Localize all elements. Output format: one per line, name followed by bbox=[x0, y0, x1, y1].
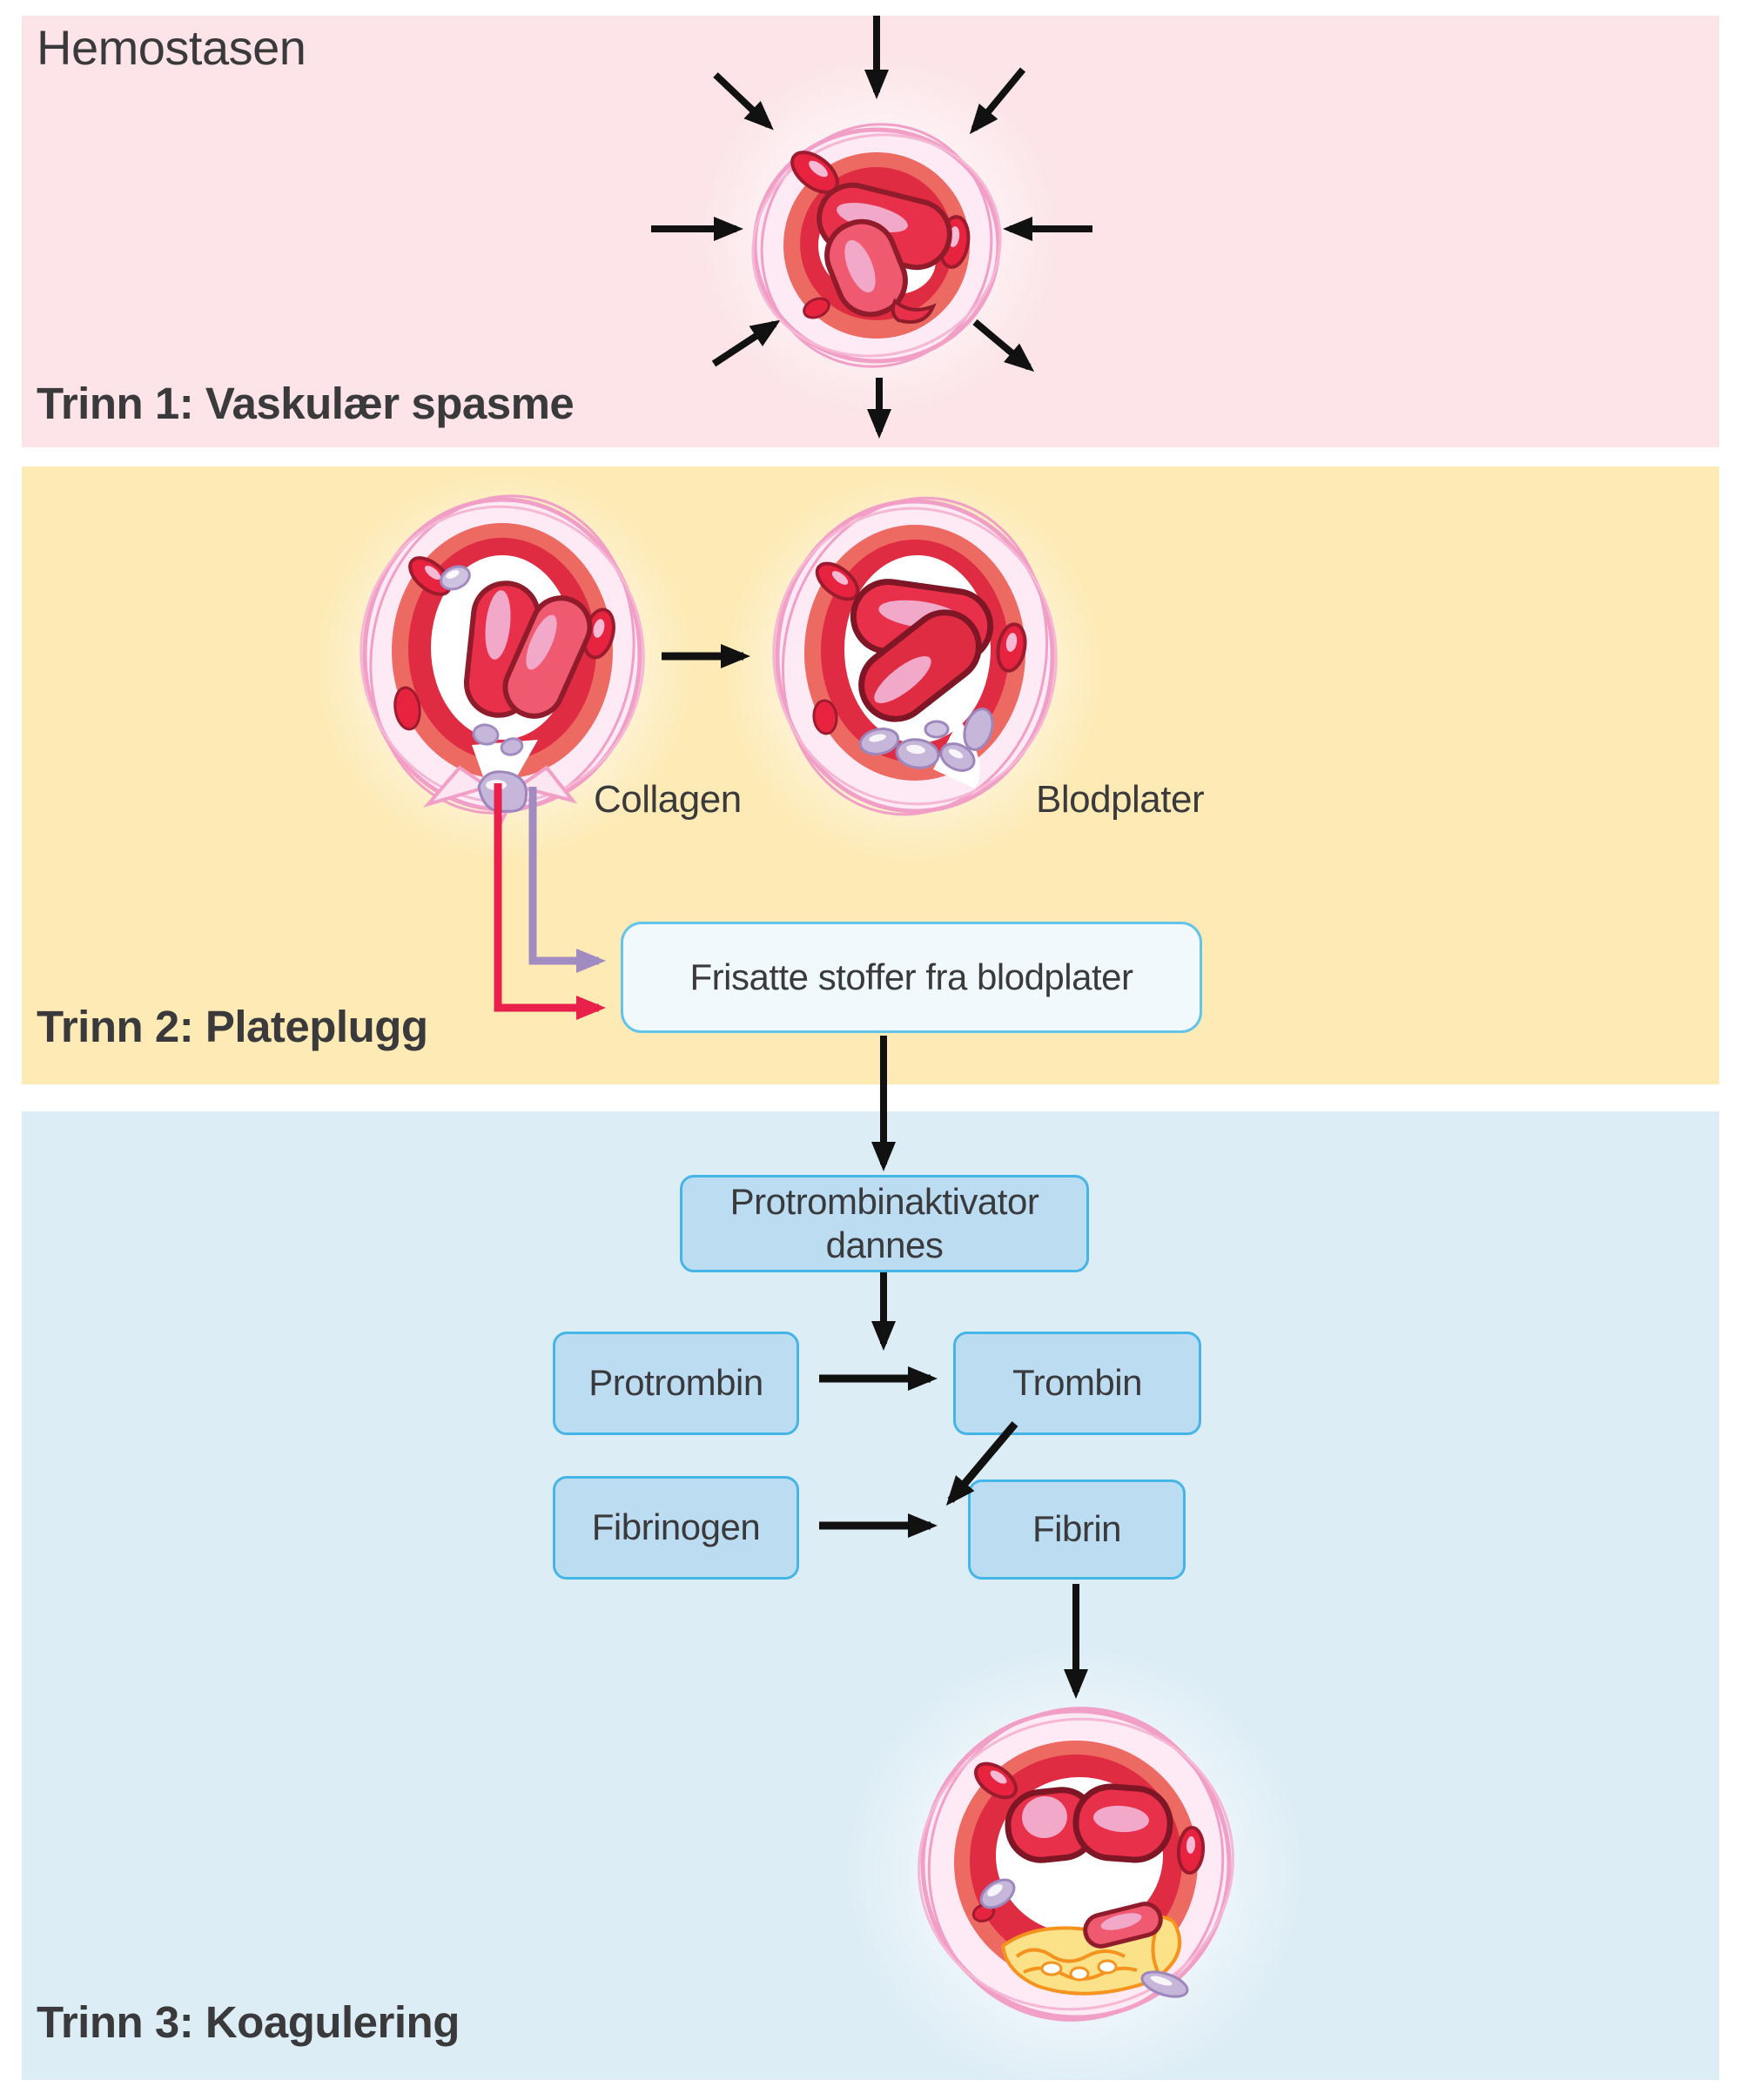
arrow-fibrin-to-clot bbox=[1064, 1584, 1088, 1699]
arrow-activator-to-conversion bbox=[871, 1272, 896, 1351]
prothrombin-label: Protrombin bbox=[588, 1362, 763, 1404]
red-blood-cells bbox=[790, 151, 971, 324]
fibrinogen-box: Fibrinogen bbox=[553, 1476, 799, 1580]
platelet-plug bbox=[858, 708, 994, 772]
arrow-to-activator bbox=[871, 1036, 896, 1171]
red-blood-cells bbox=[971, 1761, 1206, 1949]
release-arrow-purple bbox=[528, 787, 606, 973]
diagram-title: Hemostasen bbox=[37, 20, 306, 75]
red-blood-cells bbox=[393, 556, 615, 731]
constricted-vessel-illustration bbox=[651, 16, 1092, 439]
arrow-injury-to-plug bbox=[662, 644, 750, 668]
platelets-label: Blodplater bbox=[1036, 778, 1205, 821]
release-arrows bbox=[494, 783, 606, 1020]
prothrombin-box: Protrombin bbox=[553, 1332, 799, 1435]
fibrinogen-label: Fibrinogen bbox=[591, 1506, 761, 1548]
release-arrow-red bbox=[494, 783, 606, 1020]
arrow-prothrombin-to-thrombin bbox=[819, 1366, 938, 1391]
released-substances-box: Frisatte stoffer fra blodplater bbox=[621, 922, 1202, 1033]
prothrombin-activator-box: Protrombinaktivator dannes bbox=[680, 1175, 1089, 1272]
fibrin-label: Fibrin bbox=[1032, 1508, 1122, 1550]
injured-vessel-illustration bbox=[360, 494, 645, 826]
red-blood-cells bbox=[812, 561, 1027, 735]
clot-vessel-illustration bbox=[918, 1707, 1234, 2022]
prothrombin-activator-label: Protrombinaktivator dannes bbox=[729, 1180, 1039, 1265]
thrombin-box: Trombin bbox=[953, 1332, 1201, 1435]
arrow-thrombin-to-fibrin-conversion bbox=[945, 1421, 1018, 1506]
released-substances-label: Frisatte stoffer fra blodplater bbox=[689, 956, 1133, 997]
arrow-fibrinogen-to-fibrin bbox=[819, 1513, 938, 1538]
step1-label: Trinn 1: Vaskulær spasme bbox=[37, 379, 575, 428]
step3-label: Trinn 3: Koagulering bbox=[37, 1997, 460, 2047]
step2-label: Trinn 2: Plateplugg bbox=[37, 1002, 428, 1051]
platelet-plug-vessel-illustration bbox=[772, 496, 1058, 816]
thrombin-label: Trombin bbox=[1012, 1362, 1142, 1404]
collagen-label: Collagen bbox=[594, 778, 742, 821]
fibrin-box: Fibrin bbox=[968, 1479, 1186, 1580]
platelets bbox=[979, 1878, 1189, 1998]
inward-pressure-arrows bbox=[651, 16, 1092, 372]
